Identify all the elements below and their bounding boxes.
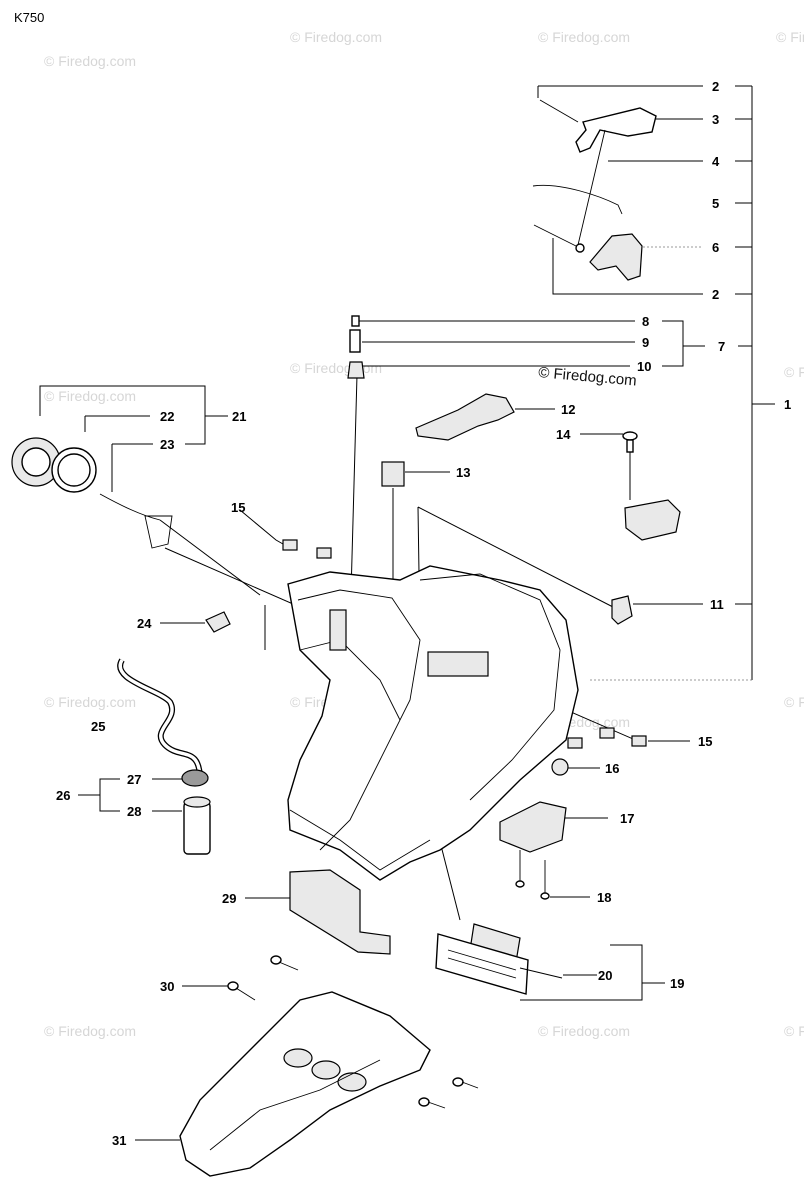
clip-part	[381, 461, 405, 487]
washer-parts	[282, 539, 647, 749]
bracket-part	[624, 499, 681, 541]
callout-4: 4	[712, 154, 720, 169]
callout-2: 2	[712, 79, 719, 94]
callouts: 2 3 4 5 6 2 8 9 10 7 1 12 13 14 11 15 15…	[56, 79, 791, 1148]
fuel-hose-part	[117, 658, 203, 781]
callout-21: 21	[232, 409, 246, 424]
watermark: © Firedog.com	[44, 1023, 136, 1039]
watermark: © Firedog.com	[44, 388, 136, 404]
callout-10: 10	[637, 359, 651, 374]
callout-15: 15	[231, 500, 245, 515]
watermark: © Firedog.com	[784, 364, 804, 380]
callout-16: 16	[605, 761, 619, 776]
fuel-filter-part	[181, 769, 211, 855]
callout-15: 15	[698, 734, 712, 749]
watermark: © Firedog.com	[538, 29, 630, 45]
callout-8: 8	[642, 314, 649, 329]
callout-9: 9	[642, 335, 649, 350]
fuel-tank-housing-part	[287, 565, 579, 881]
callout-3: 3	[712, 112, 719, 127]
grommet-part	[551, 758, 569, 776]
callout-29: 29	[222, 891, 236, 906]
throttle-cable-part	[347, 315, 365, 379]
watermarks: © Firedog.com © Firedog.com © Firedog.co…	[44, 29, 804, 1039]
bracket-lines	[39, 86, 775, 1001]
watermark: © Firedog.com	[776, 29, 804, 45]
watermark: © Firedog.com	[44, 53, 136, 69]
watermark: © Firedog.com	[784, 694, 804, 710]
skid-plate-part	[179, 991, 431, 1177]
callout-1: 1	[784, 397, 791, 412]
watermark: © Firedog.com	[290, 29, 382, 45]
callout-19: 19	[670, 976, 684, 991]
damper-part	[499, 801, 567, 853]
throttle-lock-part	[533, 224, 643, 281]
callout-25: 25	[91, 719, 105, 734]
screw-30-parts	[227, 955, 479, 1109]
callout-18: 18	[597, 890, 611, 905]
callout-22: 22	[160, 409, 174, 424]
throttle-trigger-part	[539, 99, 657, 246]
choke-control-part	[415, 393, 515, 441]
callout-12: 12	[561, 402, 575, 417]
callout-24: 24	[137, 616, 152, 631]
model-label: K750	[14, 10, 44, 25]
callout-30: 30	[160, 979, 174, 994]
callout-17: 17	[620, 811, 634, 826]
watermark: © Firedog.com	[290, 360, 382, 376]
callout-13: 13	[456, 465, 470, 480]
wire-spring-part	[532, 184, 623, 215]
callout-27: 27	[127, 772, 141, 787]
screw-18-parts	[515, 850, 550, 900]
watermark: © Firedog.com	[538, 1023, 630, 1039]
watermark: © Firedog.com	[538, 364, 638, 390]
callout-7: 7	[718, 339, 725, 354]
spring-clip-part	[205, 611, 231, 633]
callout-23: 23	[160, 437, 174, 452]
cover-part	[289, 869, 391, 955]
callout-2: 2	[712, 287, 719, 302]
watermark: © Firedog.com	[784, 1023, 804, 1039]
callout-20: 20	[598, 968, 612, 983]
av-spring-part	[435, 923, 563, 995]
callout-26: 26	[56, 788, 70, 803]
clip-11-part	[611, 595, 633, 625]
callout-14: 14	[556, 427, 571, 442]
watermark: © Firedog.com	[44, 694, 136, 710]
callout-28: 28	[127, 804, 141, 819]
intake-bellows-part	[11, 437, 173, 549]
callout-31: 31	[112, 1133, 126, 1148]
callout-5: 5	[712, 196, 719, 211]
callout-6: 6	[712, 240, 719, 255]
screw-part	[622, 431, 638, 453]
callout-11: 11	[710, 597, 724, 612]
